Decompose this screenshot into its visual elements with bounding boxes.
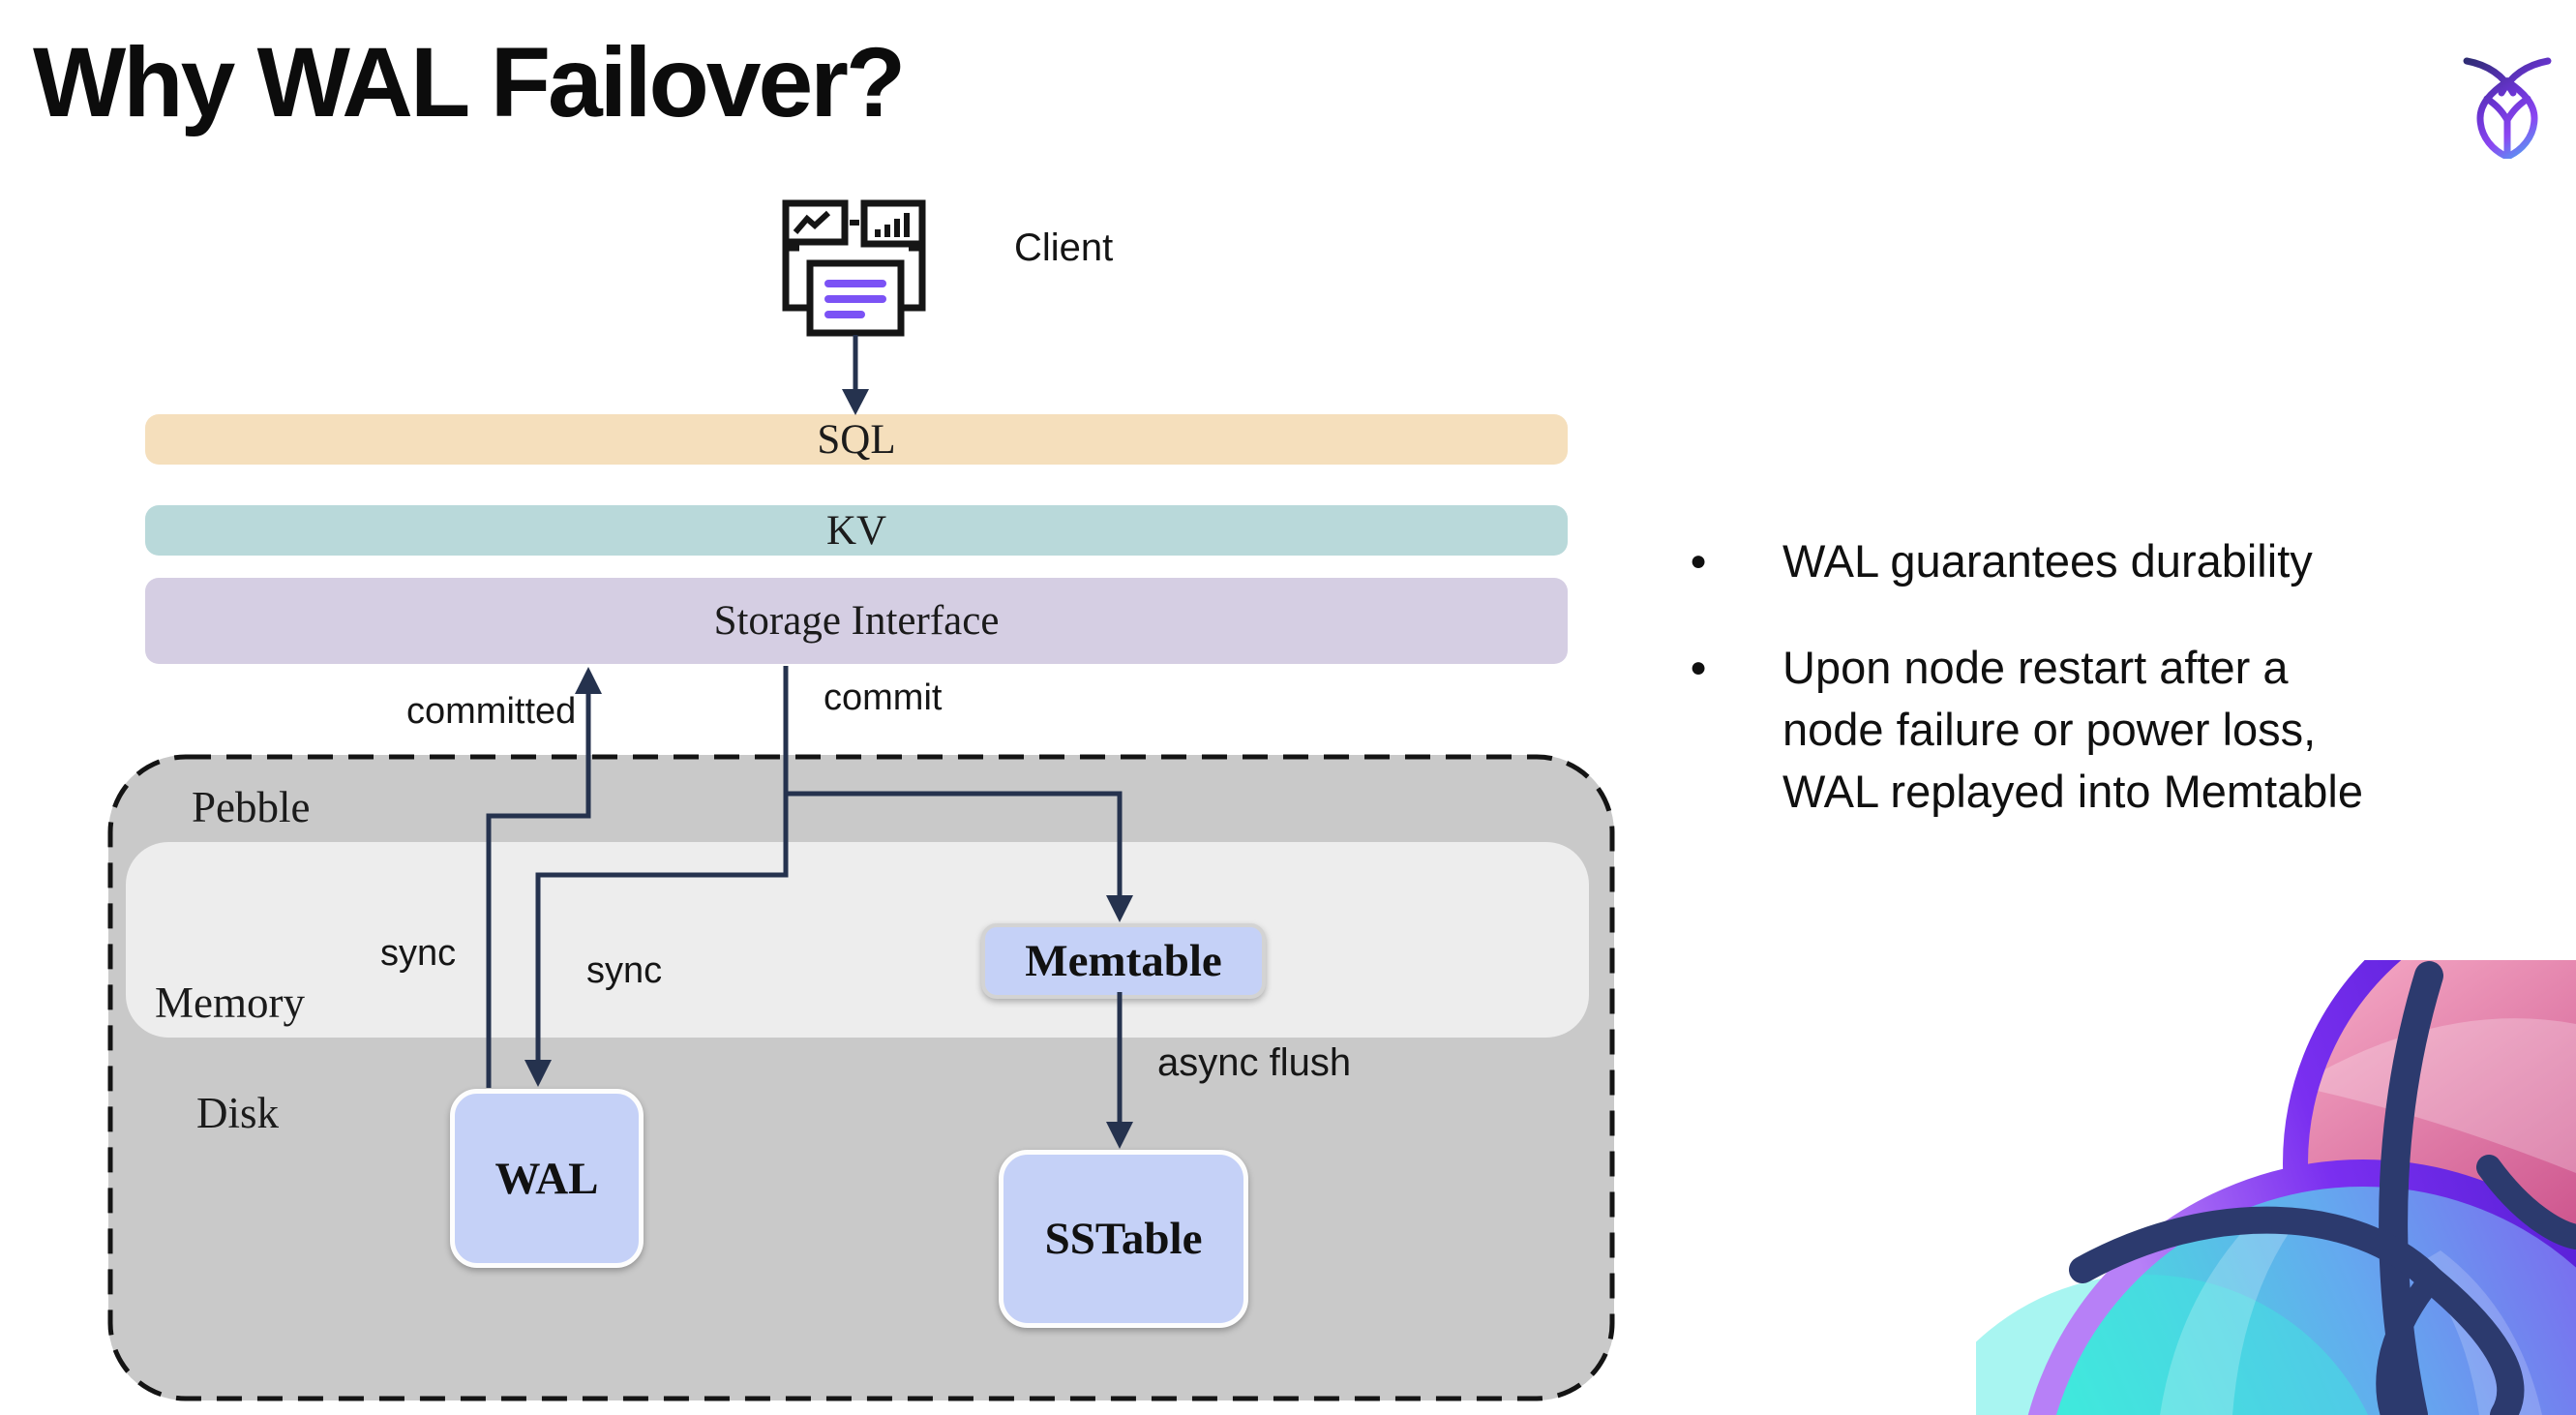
memtable-node-label: Memtable [1025,936,1222,986]
bullet-text: WAL guarantees durability [1782,535,2313,587]
async-flush-edge-label: async flush [1157,1041,1352,1084]
memory-band [126,842,1589,1038]
wal-node-label: WAL [494,1153,599,1204]
bullet-dot-icon: ● [1690,545,1708,577]
arrowhead-down [842,389,869,415]
bullet-item-durability: ● WAL guarantees durability [1690,530,2570,592]
client-dashboards-icon [782,199,926,337]
committed-edge-label: committed [406,691,577,732]
kv-layer-label: KV [825,507,887,554]
bullet-line: node failure or power loss, [1782,704,2317,755]
memtable-node: Memtable [981,923,1266,999]
kv-layer-bar: KV [145,505,1568,556]
commit-edge-label: commit [824,677,943,718]
pebble-label: Pebble [192,783,311,831]
memory-label: Memory [155,978,305,1027]
storage-interface-label: Storage Interface [713,598,1000,644]
sstable-node-label: SSTable [1044,1214,1203,1264]
wal-node: WAL [450,1089,644,1268]
storage-interface-bar: Storage Interface [145,578,1568,664]
sync-left-edge-label: sync [380,933,457,974]
bullet-item-replay: ● Upon node restart after a node failure… [1690,637,2570,823]
sync-right-edge-label: sync [586,950,663,991]
bullet-dot-icon: ● [1690,651,1708,683]
sql-layer-bar: SQL [145,414,1568,465]
sstable-node: SSTable [999,1150,1248,1328]
bullet-line: Upon node restart after a [1782,642,2289,693]
bullet-text: Upon node restart after a node failure o… [1782,637,2363,823]
cockroach-brand-art [1976,960,2576,1415]
page-title: Why WAL Failover? [33,27,906,137]
sql-layer-label: SQL [817,416,896,463]
bullet-list: ● WAL guarantees durability ● Upon node … [1690,530,2570,867]
disk-label: Disk [196,1089,280,1137]
bullet-line: WAL replayed into Memtable [1782,766,2363,817]
arrowhead-up [575,667,602,694]
client-label: Client [1014,226,1114,269]
cockroachdb-logo-icon [2463,57,2552,159]
